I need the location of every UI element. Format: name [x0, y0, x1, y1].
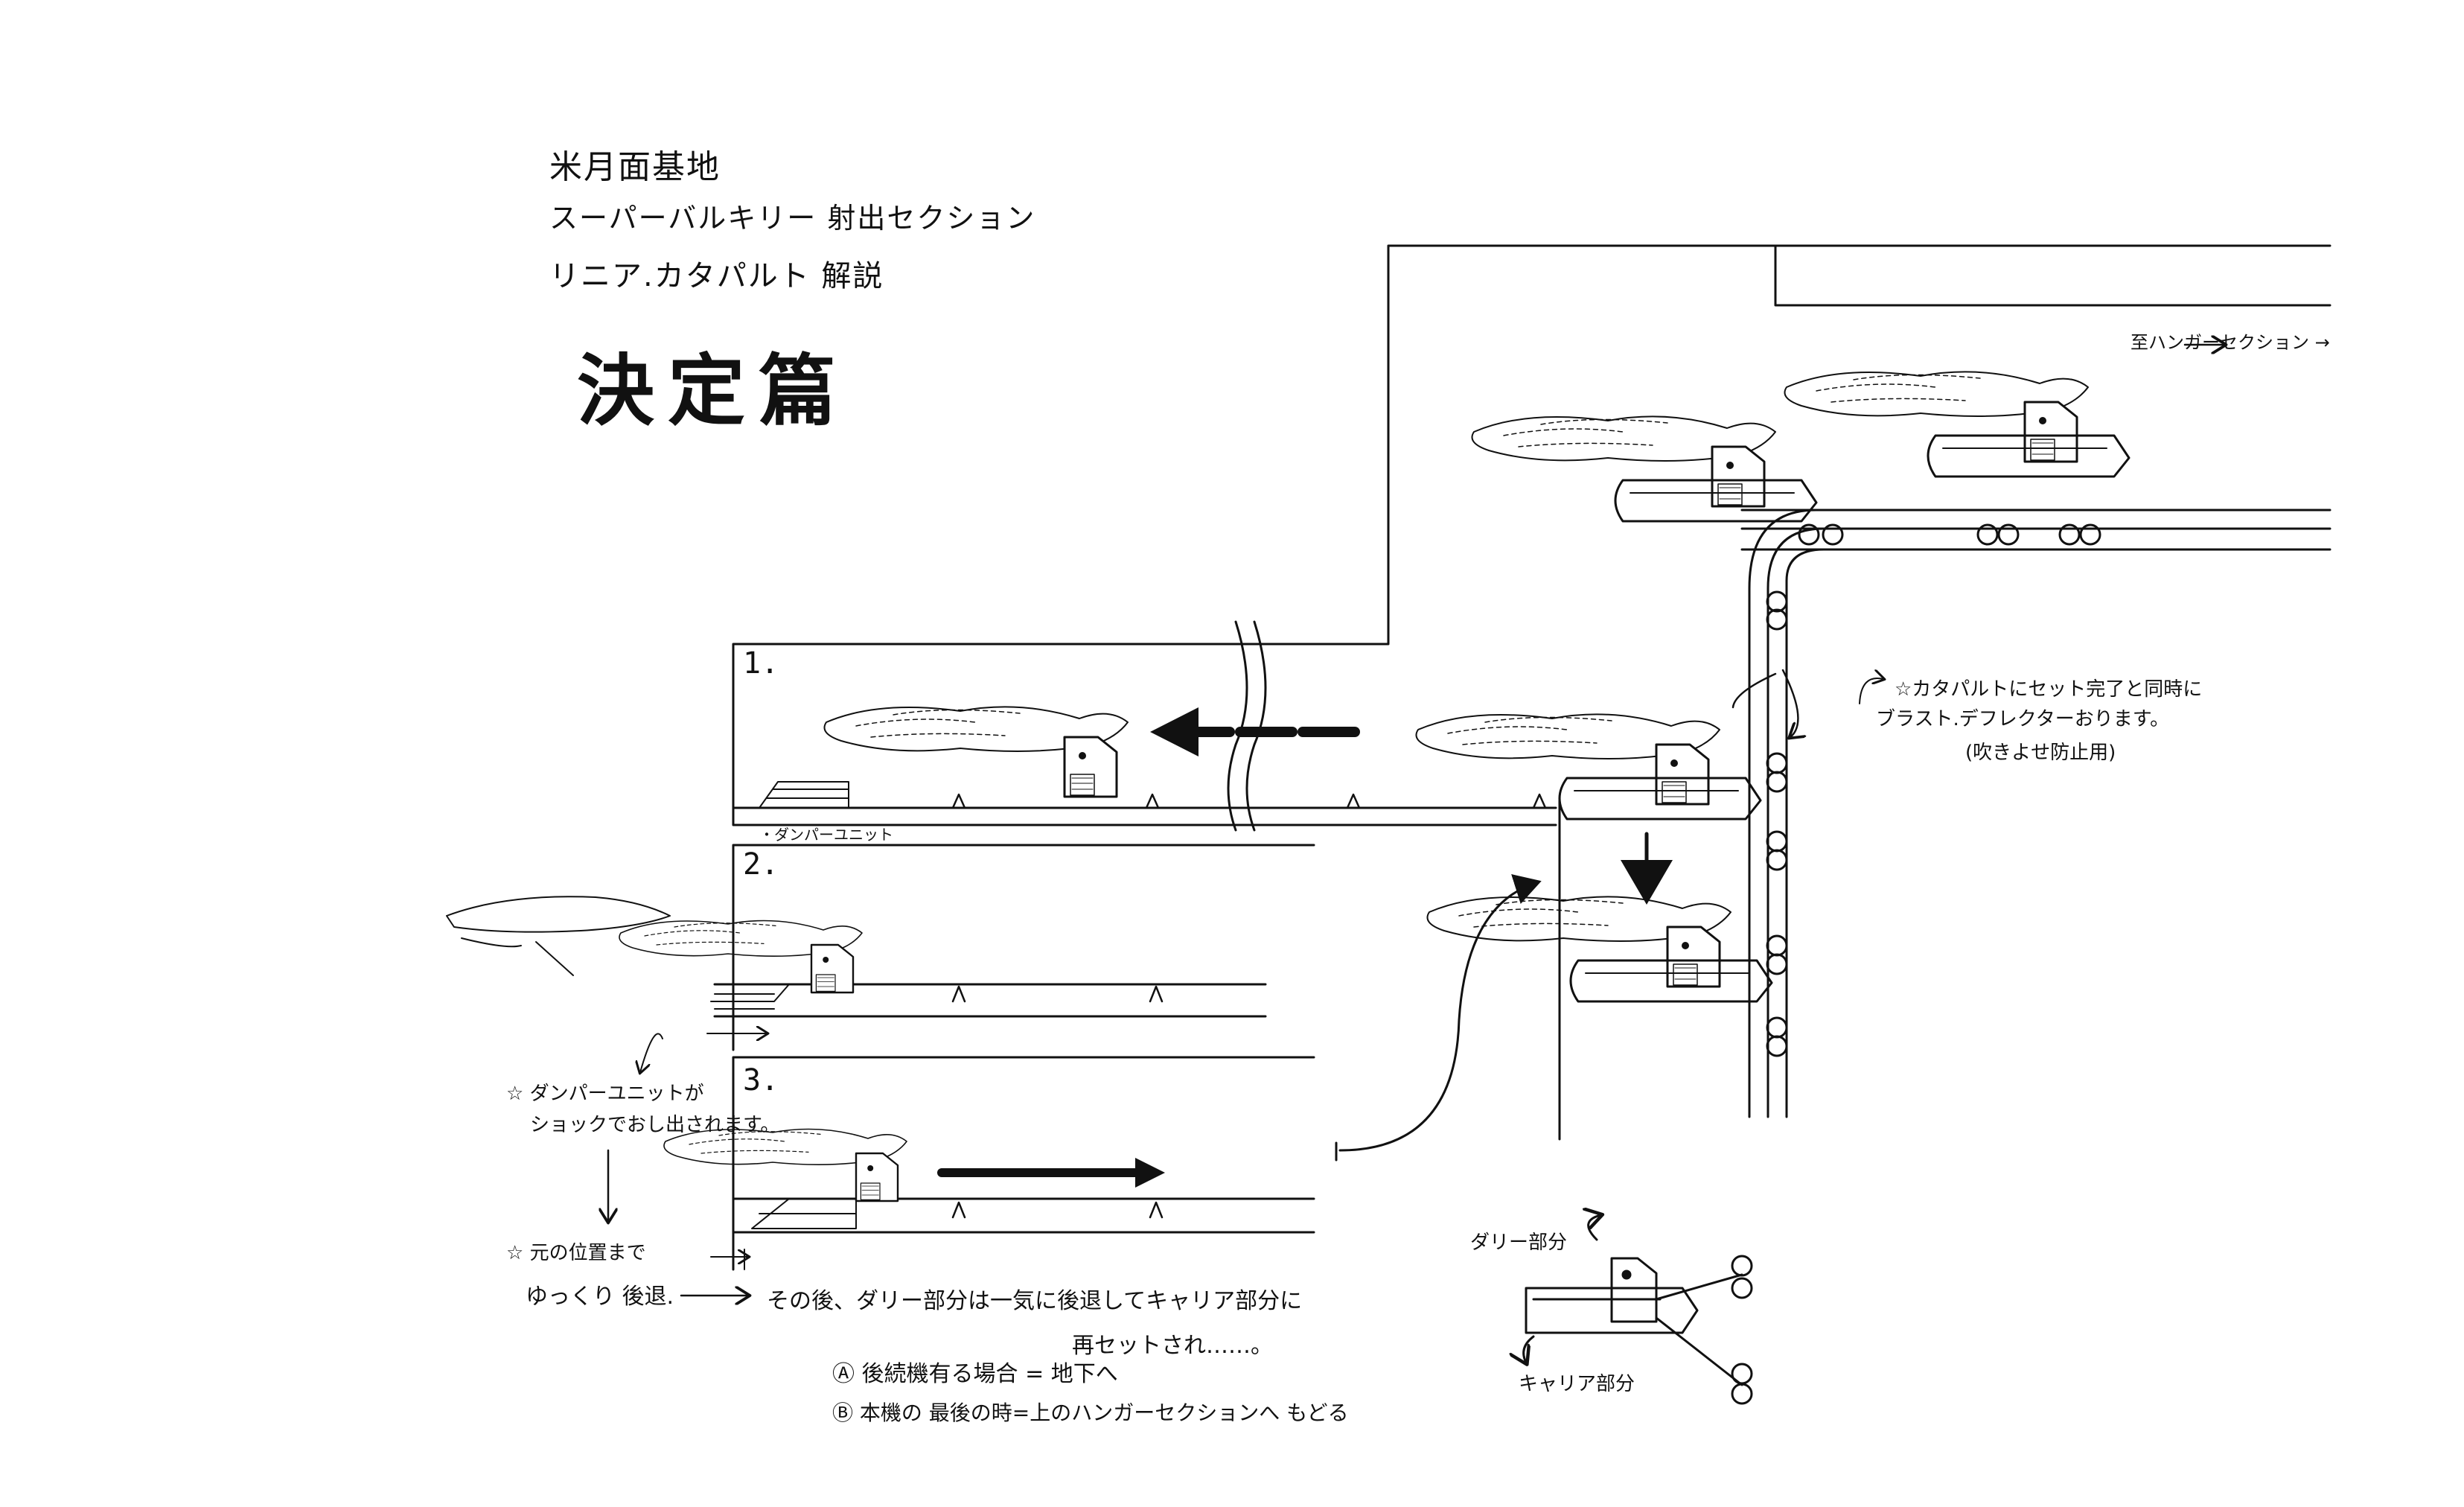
damper-note-1: ☆ ダンパーユニットが [506, 1083, 704, 1105]
fighter-upper-right [1784, 371, 2131, 478]
fighter-launched [446, 896, 671, 976]
catapult-note-3: (吹きよせ防止用) [1965, 742, 2116, 764]
step-1-label: 1. [743, 646, 779, 681]
after-note-1: その後、ダリー部分は一気に後退してキャリア部分に [767, 1288, 1303, 1314]
shaft-wheels [1766, 523, 2101, 1057]
fighter-group [446, 371, 2131, 1202]
damper-note-2: ショックでおし出されます。 [530, 1114, 780, 1136]
title-line-1: 米月面基地 [549, 148, 721, 186]
title-line-2: スーパーバルキリー 射出セクション [549, 202, 1036, 235]
step-3-label: 3. [743, 1063, 779, 1097]
fighter-panel-3 [663, 1128, 907, 1202]
legend-unit [1524, 1215, 1753, 1405]
option-a: Ⓐ 後続機有る場合 = 地下へ [832, 1361, 1118, 1387]
catapult-note-1: ☆カタパルトにセット完了と同時に [1895, 678, 2203, 701]
fighter-panel-2 [619, 920, 863, 994]
return-note-1: ☆ 元の位置まで [506, 1242, 646, 1264]
panel-2 [706, 844, 1315, 1051]
carrier-label: キャリア部分 [1519, 1373, 1635, 1395]
blast-deflector-arrow [1731, 669, 1798, 737]
catapult-note-2: ブラスト.デフレクターおります。 [1876, 708, 2170, 730]
damper-unit-label: ・ダンパーユニット [759, 826, 893, 844]
fighter-catapult-set [1415, 713, 1762, 821]
fighter-panel-1 [823, 706, 1129, 798]
title-main: 決定篇 [577, 345, 850, 436]
return-note-2: ゆっくり 後退. [526, 1284, 674, 1310]
return-arrow [1338, 874, 1542, 1152]
to-hangar-label: 至ハンガーセクション → [2131, 332, 2330, 353]
launch-direction-arrow [1150, 707, 1360, 756]
step-2-label: 2. [743, 847, 779, 882]
fighter-lowering [1426, 896, 1773, 1003]
fighter-upper-left [1471, 415, 1818, 523]
dolly-label: ダリー部分 [1470, 1232, 1568, 1254]
panel-3 [710, 1056, 1315, 1271]
vertical-shaft [1558, 509, 1825, 1141]
option-b: Ⓑ 本機の 最後の時=上のハンガーセクションへ もどる [832, 1401, 1349, 1425]
title-line-3: リニア.カタパルト 解説 [549, 259, 884, 293]
building-outline [1234, 244, 2331, 646]
panel-1 [732, 620, 1557, 832]
after-note-2: 再セットされ……。 [1072, 1333, 1273, 1359]
